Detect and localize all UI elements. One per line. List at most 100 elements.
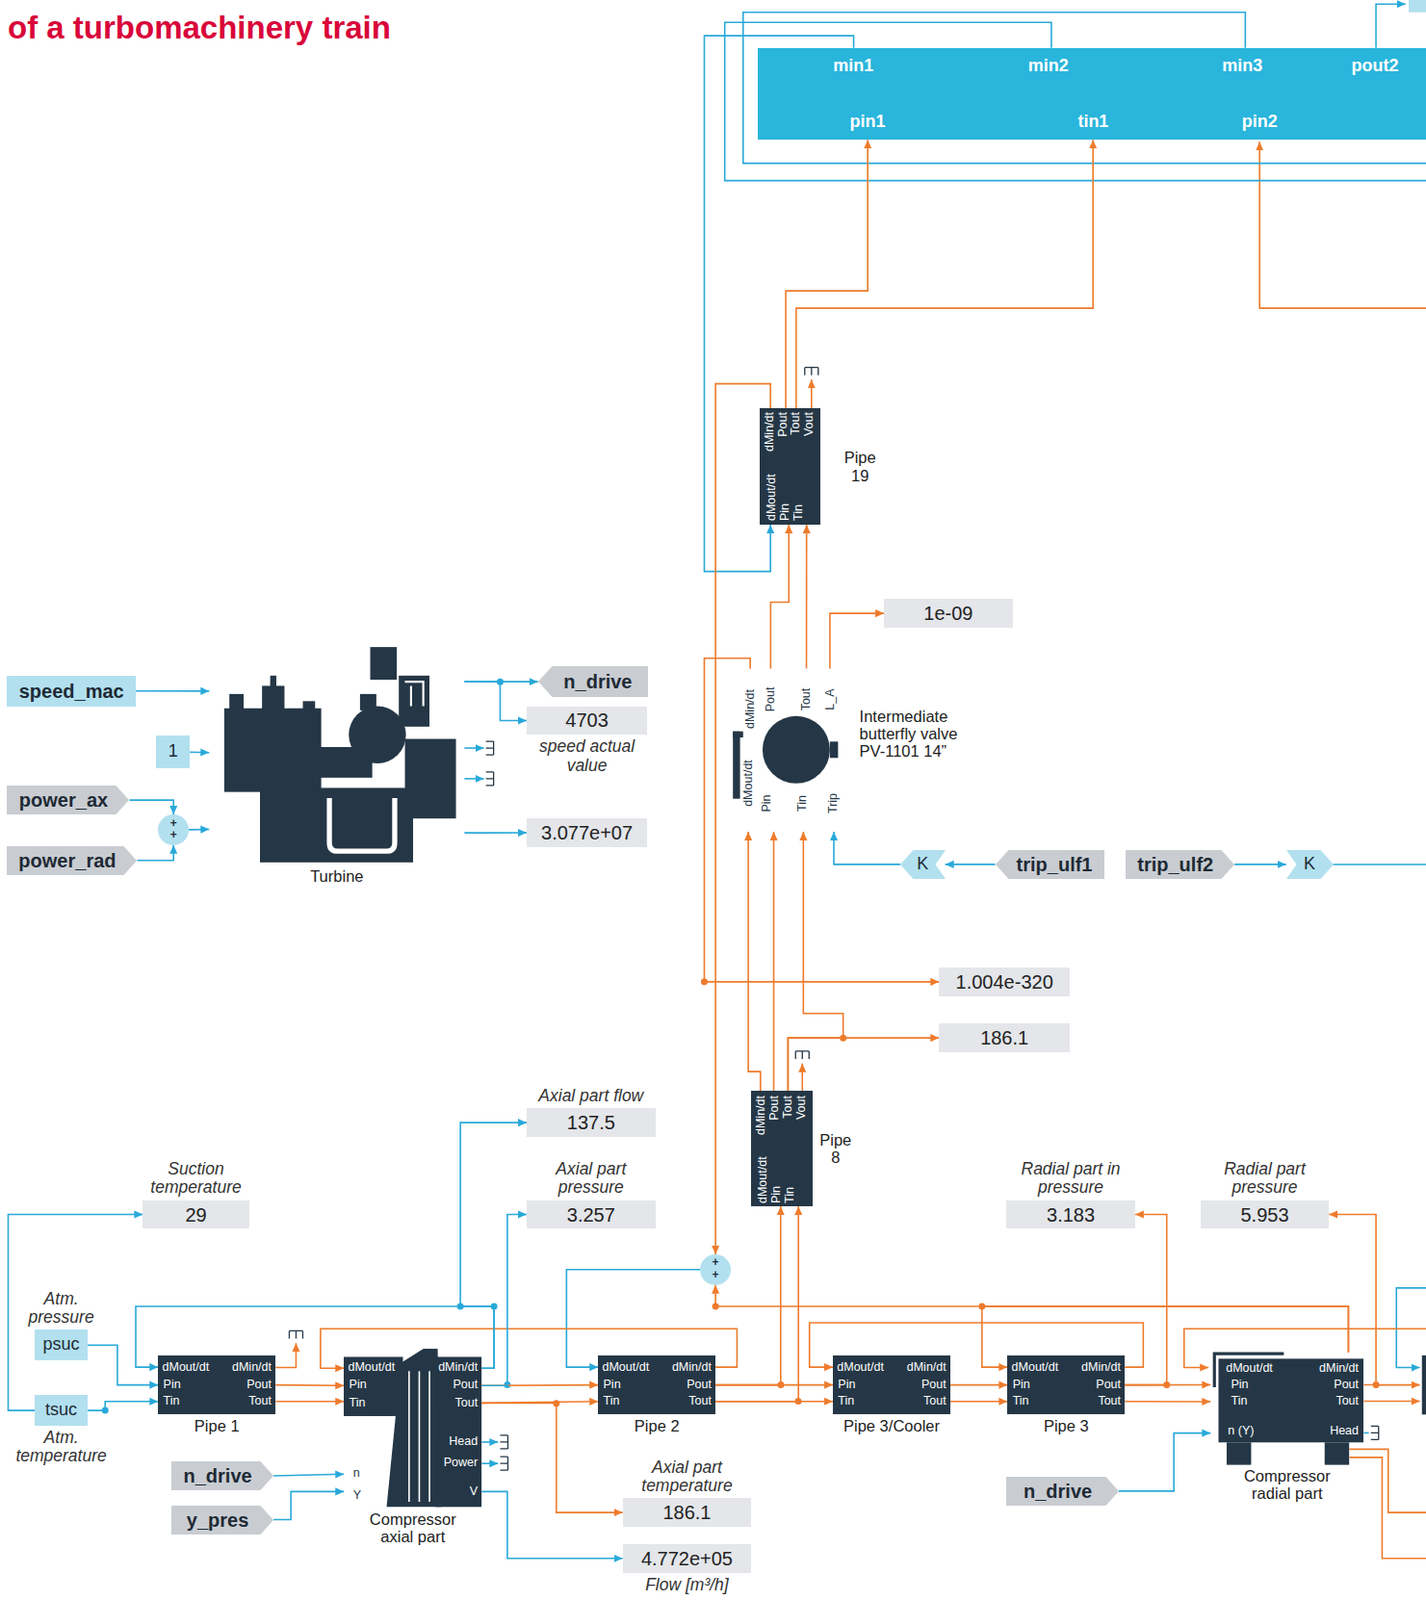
signal-wire [273, 1491, 344, 1520]
sign-mark: + [170, 817, 178, 830]
signal-tag: K [1286, 850, 1334, 880]
body-part [732, 731, 740, 800]
signal-wire [464, 681, 527, 721]
port-label: Pin [837, 1378, 856, 1393]
port-label: dMin/dt [438, 1361, 478, 1375]
display-value: 186.1 [980, 1027, 1029, 1049]
port-label: Pout [764, 681, 778, 717]
stub-line [801, 1063, 804, 1092]
port-label: n [353, 1467, 361, 1481]
signal-wire [129, 800, 175, 815]
stub-line [275, 1343, 296, 1368]
value-display: 186.1 [938, 1023, 1070, 1053]
port-label: Tin [783, 1152, 797, 1204]
tag-shape [1286, 850, 1334, 880]
body-part [343, 1357, 403, 1417]
display-value: 3.257 [567, 1204, 616, 1226]
flow-line [715, 1206, 781, 1386]
body-part [1215, 1353, 1285, 1388]
body-part [303, 700, 316, 712]
tag-shape [171, 1505, 274, 1535]
port-label: dMout/dt [756, 1152, 770, 1204]
display-caption: Suction temperature [139, 1160, 253, 1198]
port-label: dMout/dt [836, 1361, 884, 1375]
port-label: Pin [603, 1378, 622, 1393]
flow-line [1124, 1400, 1211, 1403]
port-label: Tin [349, 1397, 366, 1411]
tag-shape [538, 666, 649, 698]
value-display: 137.5Axial part flow [526, 1108, 656, 1138]
display-value: 5.953 [1240, 1204, 1289, 1226]
flow-line [770, 524, 789, 669]
port-label: Pin [778, 469, 792, 521]
port-label: dMout/dt [1225, 1362, 1273, 1376]
flow-line [715, 1400, 833, 1403]
port-label: dMout/dt [162, 1361, 210, 1375]
stub-line [464, 777, 484, 780]
stub-line [1348, 1449, 1426, 1513]
signal-name: trip_ulf1 [1016, 854, 1093, 876]
signal-name: power_ax [19, 789, 108, 811]
display-caption: Axial part flow [534, 1087, 648, 1106]
flow-line [773, 831, 776, 1091]
figure [224, 647, 457, 863]
body-part [1218, 1358, 1365, 1443]
signal-wire [566, 1270, 701, 1368]
display-value: 1e-09 [923, 602, 973, 624]
port-label: dMout/dt [601, 1361, 649, 1375]
stub-line [1363, 1432, 1369, 1435]
signal-name: n_drive [563, 671, 632, 693]
display-caption: speed actual value [536, 737, 639, 776]
port-label: Pout [921, 1378, 947, 1393]
display-caption: Radial part pressure [1208, 1160, 1322, 1198]
signal-wire [481, 1215, 527, 1387]
body-part [259, 787, 414, 862]
body-part [405, 739, 457, 820]
signal-tag: tsucAtm. temperature [34, 1395, 88, 1426]
tag-shape [6, 846, 137, 876]
display-value: 186.1 [662, 1502, 711, 1524]
port-label: dMin/dt [1319, 1362, 1359, 1376]
display-caption: Atm. pressure [22, 1290, 101, 1328]
signal-tag: n_drive [1006, 1477, 1119, 1506]
stub-line [1348, 1457, 1426, 1559]
stub-line [810, 379, 813, 409]
port-label: dMout/dt [765, 469, 778, 521]
signal-wire [481, 1491, 623, 1558]
port-label: min1 [832, 56, 874, 77]
port-label: Tout [248, 1395, 272, 1409]
signal-wire [1118, 1433, 1211, 1492]
partial-tag [1408, 0, 1426, 13]
display-caption: Atm. temperature [10, 1428, 113, 1467]
signal-tag: psucAtm. pressure [34, 1329, 88, 1361]
sign-mark: + [712, 1270, 720, 1283]
port-label: Pin [761, 787, 775, 819]
pipe-block: dMin/dtPoutToutVoutdMout/dtPinTinPipe 8 [751, 1090, 813, 1207]
flow-line [796, 139, 1093, 409]
stub-line [481, 1462, 498, 1465]
port-label: Vout [795, 1095, 808, 1147]
stub-line [481, 1441, 498, 1444]
stub-line [1363, 1400, 1420, 1403]
value-display: 4.772e+05Flow [m³/h] [622, 1544, 752, 1574]
node-outline [208, 645, 465, 865]
tag-shape [155, 735, 190, 769]
port-label: Y [353, 1489, 362, 1504]
flow-line [785, 139, 868, 409]
port-label: Tout [781, 1095, 795, 1147]
signal-name: trip_ulf2 [1137, 854, 1214, 876]
signal-name: K [1303, 855, 1316, 875]
display-value: 3.077e+07 [541, 822, 633, 844]
port-label: Tout [688, 1395, 712, 1409]
port-label: Head [1329, 1425, 1359, 1439]
valve-disc [762, 716, 830, 784]
tag-shape [6, 675, 136, 707]
signal-wire [87, 1345, 158, 1385]
tag-shape [34, 1395, 88, 1426]
sign-mark: + [712, 1257, 720, 1271]
body-part [270, 675, 277, 689]
port-label: n (Y) [1227, 1425, 1254, 1439]
port-label: Tin [603, 1395, 621, 1409]
signal-tag: n_drive [171, 1461, 274, 1491]
block-name: Pipe 3/Cooler [825, 1417, 959, 1435]
